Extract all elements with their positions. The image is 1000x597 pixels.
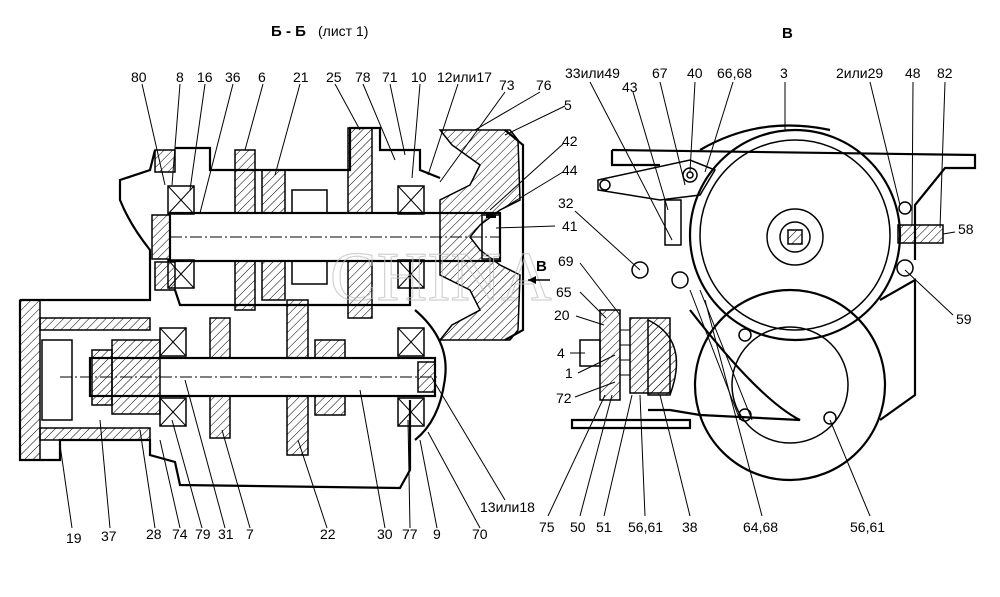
label-19: 19: [66, 530, 82, 546]
label-16: 16: [197, 69, 213, 85]
label-32: 32: [558, 195, 574, 211]
label-77: 77: [402, 526, 418, 542]
label-64-68: 64,68: [743, 519, 778, 535]
label-48: 48: [905, 65, 921, 81]
label-59: 59: [956, 311, 972, 327]
section-bb-sheet: (лист 1): [318, 23, 368, 39]
label-43: 43: [622, 79, 638, 95]
label-82: 82: [937, 65, 953, 81]
label-28: 28: [146, 526, 162, 542]
label-75: 75: [539, 519, 555, 535]
label-79: 79: [195, 526, 211, 542]
label-72: 72: [556, 390, 572, 406]
label-4: 4: [557, 345, 565, 361]
label-38: 38: [682, 519, 698, 535]
label-66-68: 66,68: [717, 65, 752, 81]
label-40: 40: [687, 65, 703, 81]
label-22: 22: [320, 526, 336, 542]
label-8: 8: [176, 69, 184, 85]
view-arrow-v: В: [528, 258, 550, 284]
label-67: 67: [652, 65, 668, 81]
label-73: 73: [499, 77, 515, 93]
callout-leaders: [59, 81, 956, 529]
label-37: 37: [101, 528, 117, 544]
arrow-v-label: В: [536, 258, 547, 275]
label-65: 65: [556, 284, 572, 300]
label-25: 25: [326, 69, 342, 85]
label-41: 41: [562, 218, 578, 234]
label-78: 78: [355, 69, 371, 85]
label-2-or-29: 2или29: [836, 65, 883, 81]
section-bb-drawing: CHINA: [18, 126, 553, 490]
callout-labels: 80 8 16 36 6 21 25 78 71 10 12или17 73 7…: [66, 65, 974, 546]
label-5: 5: [564, 97, 572, 113]
label-1: 1: [565, 365, 573, 381]
label-51: 51: [596, 519, 612, 535]
label-69: 69: [558, 253, 574, 269]
label-58: 58: [958, 221, 974, 237]
label-71: 71: [382, 69, 398, 85]
label-56-61-left: 56,61: [628, 519, 663, 535]
label-3: 3: [780, 65, 788, 81]
view-v-drawing: [570, 124, 977, 482]
view-v-title: В: [782, 25, 793, 42]
watermark-logo: CHINA: [330, 239, 552, 316]
label-6: 6: [258, 69, 266, 85]
label-13-or-18: 13или18: [480, 499, 535, 515]
label-12-or-17: 12или17: [437, 69, 492, 85]
label-30: 30: [377, 526, 393, 542]
label-20: 20: [554, 307, 570, 323]
label-70: 70: [472, 526, 488, 542]
label-21: 21: [293, 69, 309, 85]
label-33-or-49: 33или49: [565, 65, 620, 81]
label-36: 36: [225, 69, 241, 85]
label-10: 10: [411, 69, 427, 85]
label-31: 31: [218, 526, 234, 542]
label-56-61-right: 56,61: [850, 519, 885, 535]
section-bb-title: Б - Б: [271, 23, 306, 40]
label-50: 50: [570, 519, 586, 535]
label-7: 7: [246, 526, 254, 542]
label-74: 74: [172, 526, 188, 542]
label-80: 80: [131, 69, 147, 85]
label-9: 9: [433, 526, 441, 542]
label-76: 76: [536, 77, 552, 93]
label-44: 44: [562, 162, 578, 178]
label-42: 42: [562, 133, 578, 149]
